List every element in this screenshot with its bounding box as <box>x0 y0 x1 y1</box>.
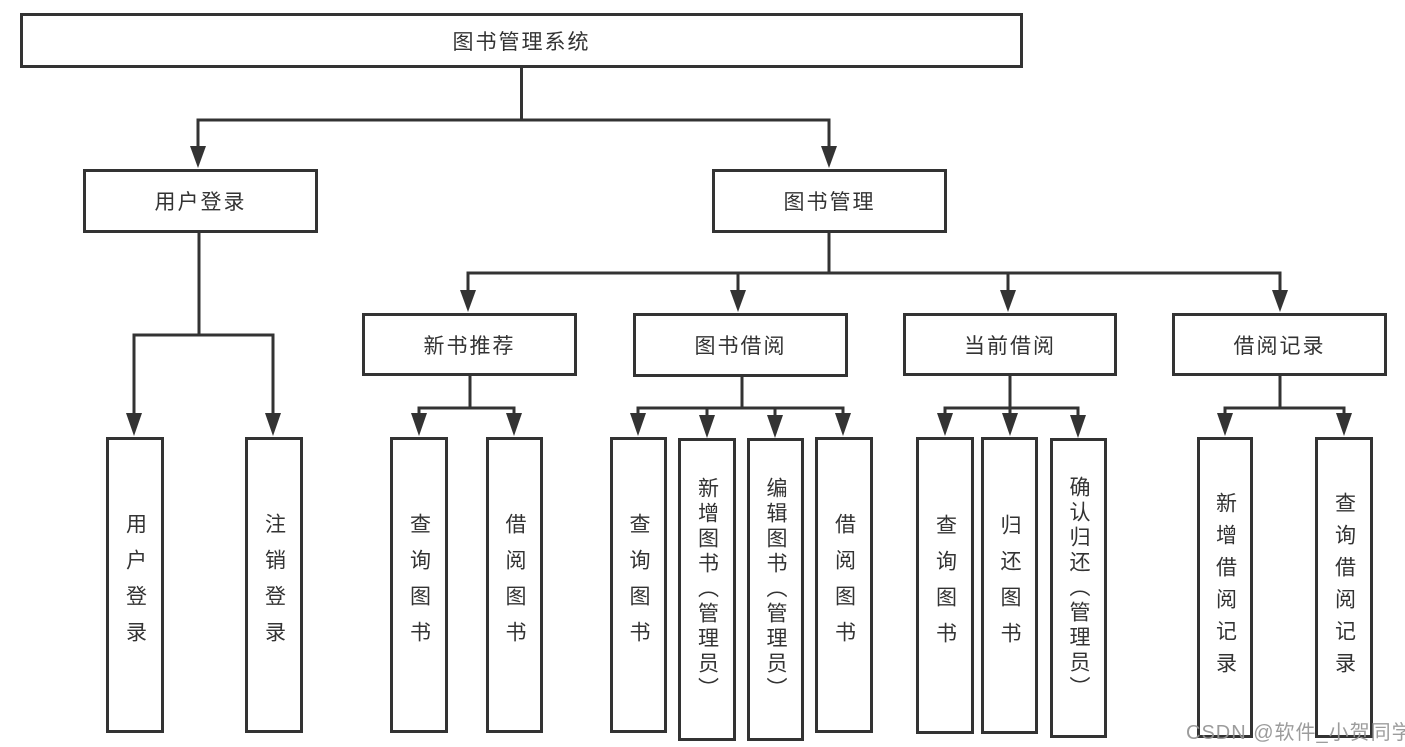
leaf-borrow-books: 借阅图书 <box>815 437 873 733</box>
node-user-login: 用户登录 <box>83 169 318 233</box>
leaf-label: 查询借阅记录 <box>1332 491 1356 684</box>
leaf-edit-books-admin: 编辑图书（管理员） <box>747 438 804 741</box>
node-label: 图书管理系统 <box>452 30 591 54</box>
node-label: 图书借阅 <box>694 335 787 358</box>
node-label: 借阅记录 <box>1233 334 1326 358</box>
node-new-book-recommend: 新书推荐 <box>362 313 577 376</box>
leaf-label: 归还图书 <box>998 513 1021 658</box>
leaf-label: 查询图书 <box>407 513 431 657</box>
leaf-label: 确认归还（管理员） <box>1067 475 1090 701</box>
arrowheads <box>126 146 1352 438</box>
leaf-query-books: 查询图书 <box>916 437 974 734</box>
leaf-query-books: 查询图书 <box>390 437 448 733</box>
leaf-add-books-admin: 新增图书（管理员） <box>678 438 736 741</box>
leaf-label: 编辑图书（管理员） <box>764 477 787 702</box>
leaf-label: 借阅图书 <box>503 513 526 657</box>
node-label: 新书推荐 <box>423 334 516 358</box>
leaf-return-books: 归还图书 <box>981 437 1038 734</box>
leaf-label: 查询图书 <box>627 513 650 657</box>
node-current-borrow: 当前借阅 <box>903 313 1117 376</box>
leaf-label: 新增借阅记录 <box>1213 491 1237 684</box>
node-label: 用户登录 <box>154 191 247 214</box>
leaf-query-books: 查询图书 <box>610 437 667 733</box>
leaf-confirm-return-admin: 确认归还（管理员） <box>1050 438 1107 738</box>
leaf-label: 注销登录 <box>262 513 286 657</box>
leaf-user-login: 用户登录 <box>106 437 164 733</box>
node-library-management-system: 图书管理系统 <box>20 13 1023 68</box>
leaf-add-borrow-record: 新增借阅记录 <box>1197 437 1253 738</box>
leaf-label: 新增图书（管理员） <box>695 477 719 702</box>
node-book-borrow: 图书借阅 <box>633 313 848 377</box>
node-book-management: 图书管理 <box>712 169 947 233</box>
node-label: 当前借阅 <box>964 334 1056 358</box>
leaf-label: 查询图书 <box>933 513 957 658</box>
leaf-logout: 注销登录 <box>245 437 303 733</box>
leaf-label: 借阅图书 <box>832 513 856 657</box>
node-borrow-record: 借阅记录 <box>1172 313 1387 376</box>
leaf-query-borrow-record: 查询借阅记录 <box>1315 437 1373 738</box>
leaf-borrow-books: 借阅图书 <box>486 437 543 733</box>
leaf-label: 用户登录 <box>123 513 147 657</box>
node-label: 图书管理 <box>783 191 876 214</box>
csdn-watermark: CSDN @软件_小贺同学 <box>1186 722 1405 744</box>
